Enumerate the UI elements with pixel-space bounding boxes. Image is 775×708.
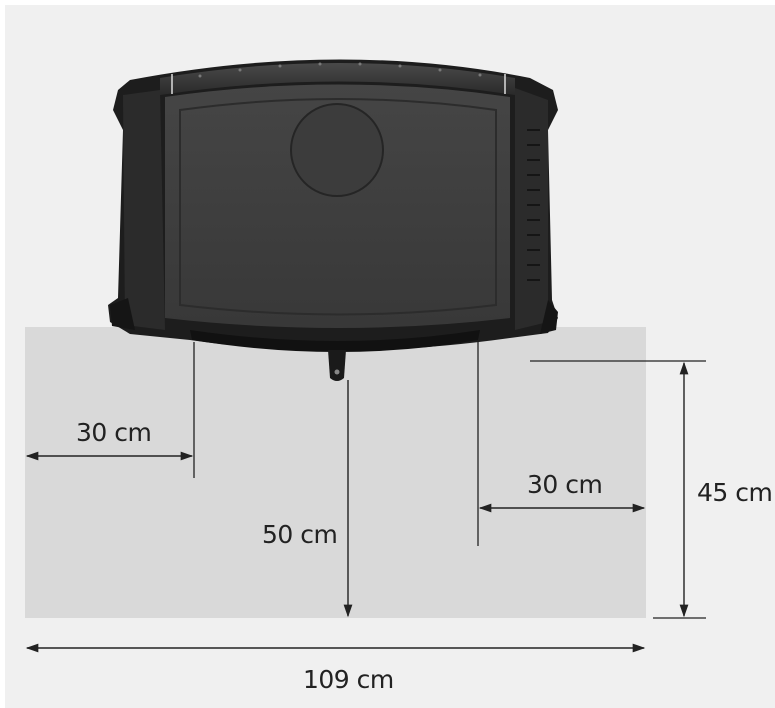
depth-label: 45 cm <box>697 478 773 507</box>
right-foot <box>540 300 558 334</box>
stove-right-side <box>515 88 548 330</box>
stove-top-plate <box>165 84 510 328</box>
stove-left-side <box>123 90 165 330</box>
hotplate-circle <box>290 103 384 197</box>
stove-top-inner-panel <box>179 98 497 316</box>
width-label: 109 cm <box>303 665 394 694</box>
left-clearance-label: 30 cm <box>76 418 152 447</box>
air-control-handle <box>328 350 346 381</box>
side-vents <box>527 129 540 281</box>
rim-rivets <box>198 62 482 78</box>
front-clearance-label: 50 cm <box>262 520 338 549</box>
stove-front-lip <box>190 330 480 352</box>
air-control-knob <box>334 369 340 375</box>
left-foot <box>110 298 135 330</box>
right-clearance-label: 30 cm <box>527 470 603 499</box>
stove-top-view <box>108 59 558 381</box>
stove-top-rim <box>160 63 515 95</box>
